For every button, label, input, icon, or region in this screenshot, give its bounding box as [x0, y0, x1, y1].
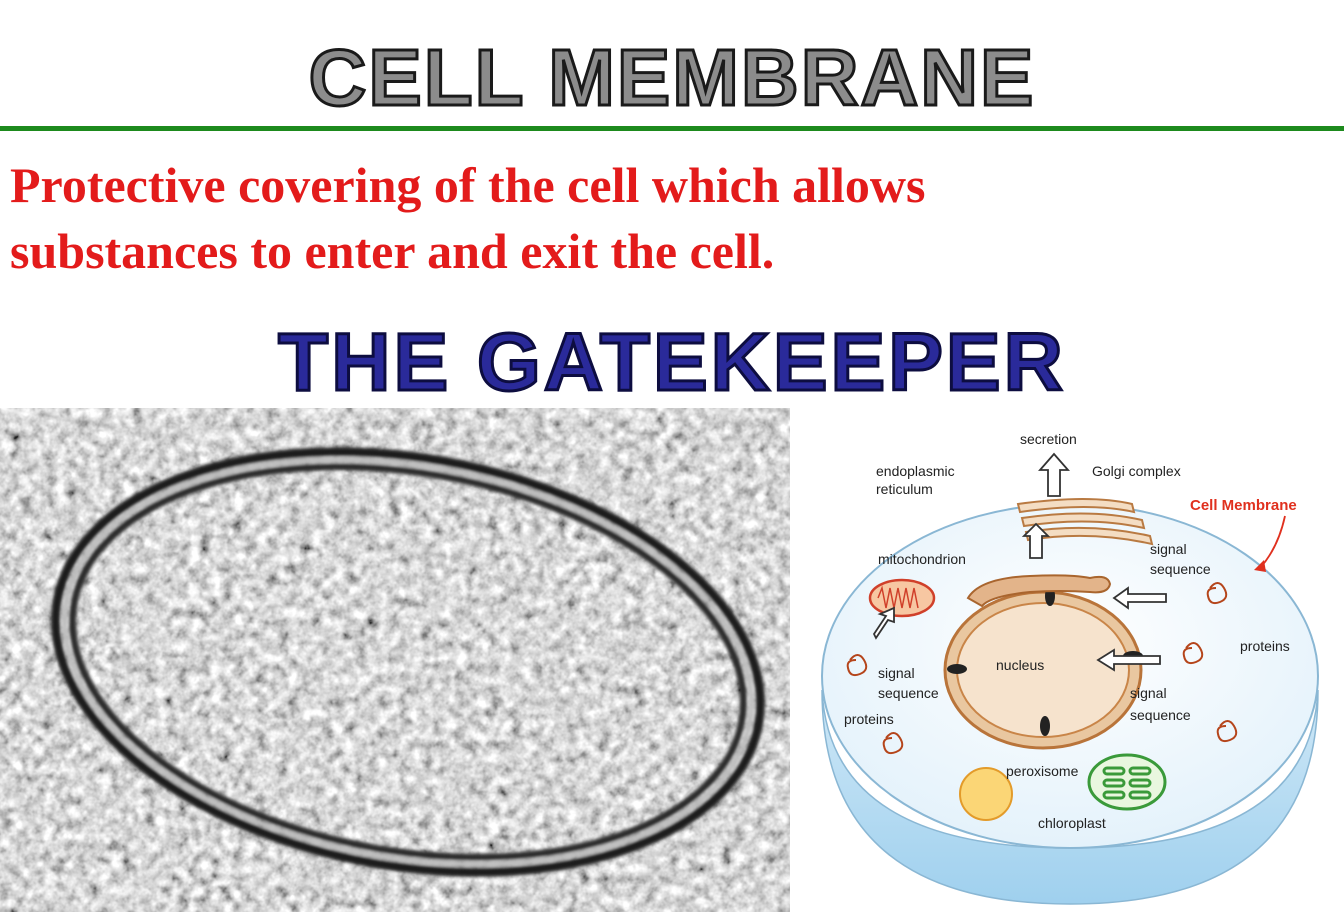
- slide-title: CELL MEMBRANE: [307, 33, 1036, 122]
- secretion-arrow: [1038, 452, 1070, 497]
- label-peroxisome: peroxisome: [1006, 763, 1079, 779]
- er-import-arrow: [1112, 586, 1167, 610]
- nuclear-pore: [947, 664, 967, 674]
- label-secretion: secretion: [1020, 431, 1077, 447]
- label-proteins-left: proteins: [844, 711, 894, 727]
- label-golgi: Golgi complex: [1092, 463, 1181, 479]
- label-proteins-right: proteins: [1240, 638, 1290, 654]
- mitochondrion-cristae: [877, 585, 919, 609]
- label-signal-right: signal: [1130, 685, 1167, 701]
- slide-description: Protective covering of the cell which al…: [10, 152, 1210, 284]
- label-chloroplast: chloroplast: [1038, 815, 1106, 831]
- mitochondrion: [868, 578, 936, 618]
- label-mitochondrion: mitochondrion: [878, 551, 966, 567]
- label-signal-left: signal: [878, 665, 915, 681]
- label-cell-membrane: Cell Membrane: [1190, 497, 1297, 514]
- title-divider: [0, 126, 1344, 131]
- chloroplast-thylakoids: [1102, 766, 1152, 800]
- peroxisome: [959, 767, 1013, 821]
- golgi-arrow: [1021, 522, 1051, 559]
- micrograph-wash: [0, 408, 790, 912]
- slide-subtitle: THE GATEKEEPER: [277, 317, 1066, 408]
- label-sequence-left: sequence: [878, 685, 939, 701]
- label-sequence-right: sequence: [1130, 707, 1191, 723]
- description-line-1: Protective covering of the cell which al…: [10, 157, 926, 213]
- protein-icon: [846, 582, 1238, 755]
- description-line-2: substances to enter and exit the cell.: [10, 223, 775, 279]
- cell-membrane-pointer: [1259, 515, 1286, 569]
- transport-arrows: [872, 452, 1167, 672]
- mitochondrion-arrow: [872, 606, 895, 640]
- chloroplast: [1087, 753, 1167, 811]
- label-reticulum: reticulum: [876, 481, 933, 497]
- endoplasmic-reticulum: [966, 574, 1112, 608]
- label-signal-1: signal: [1150, 541, 1187, 557]
- golgi-complex: [1016, 498, 1154, 546]
- vesicle-membrane: [51, 447, 765, 877]
- label-nucleus: nucleus: [996, 657, 1044, 673]
- cell-diagram: secretion endoplasmic reticulum Golgi co…: [821, 431, 1319, 905]
- label-sequence-1: sequence: [1150, 561, 1211, 577]
- nuclear-pore: [1040, 716, 1050, 736]
- label-endoplasmic: endoplasmic: [876, 463, 955, 479]
- membrane-micrograph: [0, 408, 790, 912]
- nucleus-import-arrow: [1096, 648, 1161, 672]
- cell-membrane-arrowhead: [1254, 560, 1266, 572]
